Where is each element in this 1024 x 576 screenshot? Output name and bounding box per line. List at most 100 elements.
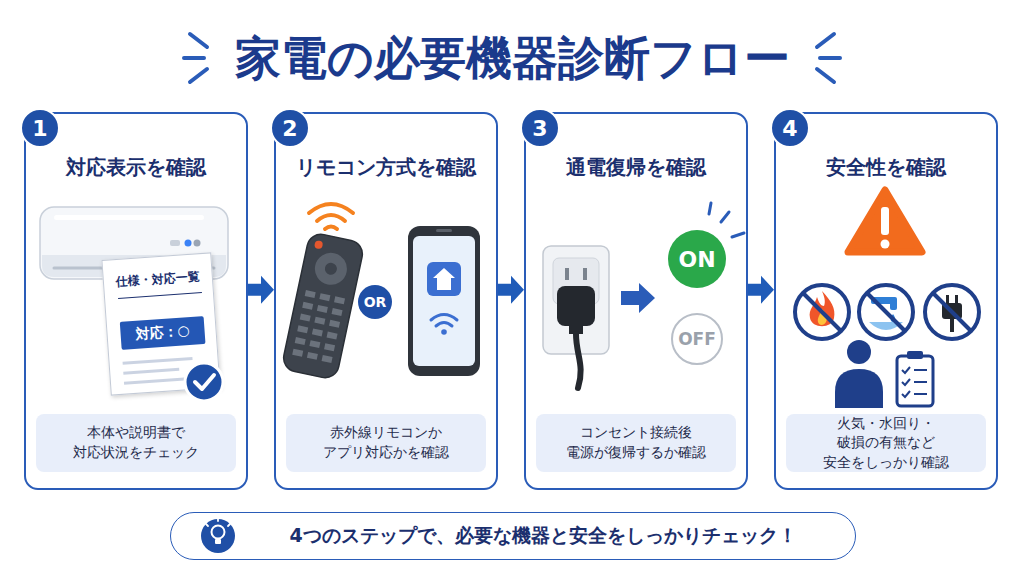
step-number-badge: 2 <box>270 108 310 148</box>
bulb-glass <box>212 526 225 539</box>
support-mark: 対応：○ <box>135 322 190 344</box>
faucet-spout <box>890 297 897 310</box>
plug-icon-cable <box>950 319 954 332</box>
check-mark <box>195 375 214 389</box>
flow-arrow <box>498 276 524 304</box>
bulb-base <box>215 539 221 544</box>
no-fire-slash <box>803 293 841 331</box>
remote-dpad <box>312 250 350 288</box>
ac-highlight <box>54 215 204 220</box>
signal-waves <box>309 204 353 229</box>
step-note: 火気・水回り・破損の有無など 安全をしっかり確認 <box>789 414 983 473</box>
step-title: 通電復帰を確認 <box>526 154 746 181</box>
power-on-badge: ON <box>668 230 726 288</box>
support-tag: 対応：○ <box>120 316 206 350</box>
outlet-slot <box>583 268 587 280</box>
no-damage-slash <box>933 293 971 331</box>
step-note-box: コンセント接続後 電源が復帰するか確認 <box>536 414 736 472</box>
step-title: リモコン方式を確認 <box>276 154 496 181</box>
water-basin <box>869 322 903 330</box>
outlet-and-plug <box>543 203 744 388</box>
on-text: ON <box>678 247 715 272</box>
ac-display <box>170 240 180 246</box>
remote-power <box>314 240 323 249</box>
diagram-title: 家電の必要機器診断フロー <box>0 30 1024 86</box>
step-number: 4 <box>782 116 797 141</box>
summary-bar: 4つのステップで、必要な機器と安全をしっかりチェック！ <box>170 512 856 560</box>
ac-lamp <box>194 240 201 247</box>
or-badge: OR <box>358 285 392 319</box>
step-number-badge: 4 <box>770 108 810 148</box>
ac-lamp <box>185 240 192 247</box>
plug-prong <box>955 295 958 304</box>
clipboard-lines <box>914 370 927 394</box>
step-note-box: 本体や説明書で 対応状況をチェック <box>36 414 236 472</box>
step-number-badge: 3 <box>520 108 560 148</box>
outlet-face <box>553 258 599 304</box>
spec-sheet: 仕様・対応一覧対応：○ <box>101 252 220 395</box>
title-burst <box>184 34 207 82</box>
person-head <box>847 340 871 364</box>
step-number: 1 <box>32 116 47 141</box>
step-note: 赤外線リモコンか アプリ対応かを確認 <box>289 423 483 462</box>
warning-triangle <box>848 190 922 252</box>
step-card: 対応表示を確認 1 仕様・対応一覧対応：○ 本体や説明書で 対応状況をチェック <box>24 112 248 490</box>
wifi-dot <box>441 329 447 335</box>
home-icon <box>433 268 455 290</box>
home-app-tile <box>427 262 461 296</box>
warning-dot <box>881 240 890 249</box>
step-card: 安全性を確認 4 火気・水回り・破損の有無など 安全をしっかり確認 <box>774 112 998 490</box>
step-note-box: 赤外線リモコンか アプリ対応かを確認 <box>286 414 486 472</box>
water-drop <box>891 314 896 322</box>
clipboard <box>897 356 933 406</box>
no-water-ring <box>859 285 913 339</box>
title-burst <box>817 34 840 82</box>
bulb-badge <box>201 519 235 553</box>
step-title: 安全性を確認 <box>776 154 996 181</box>
no-fire-ring <box>795 285 849 339</box>
step-number-badge: 1 <box>20 108 60 148</box>
step-number: 2 <box>282 116 297 141</box>
phone-screen <box>413 236 475 366</box>
summary-text: 4つのステップで、必要な機器と安全をしっかりチェック！ <box>289 523 796 549</box>
warning-bar <box>881 207 889 235</box>
power-off-badge: OFF <box>671 313 723 365</box>
flow-arrow <box>248 276 274 304</box>
check-circle <box>185 363 223 401</box>
step-note-box: 火気・水回り・破損の有無など 安全をしっかり確認 <box>786 414 986 472</box>
plug-cable <box>576 334 581 388</box>
step-card: 通電復帰を確認3ONOFFコンセント接続後 電源が復帰するか確認 <box>524 112 748 490</box>
remote-and-phone <box>281 204 480 380</box>
check-badge <box>185 363 223 401</box>
step-note: 本体や説明書で 対応状況をチェック <box>39 423 233 462</box>
plug-prong <box>946 295 949 304</box>
flow-arrow <box>748 276 774 304</box>
wifi-icon <box>431 315 457 327</box>
power-arrow <box>621 283 655 313</box>
plug-body <box>557 286 595 326</box>
remote-control <box>281 232 365 381</box>
plug-neck <box>569 324 583 334</box>
sheet-title: 仕様・対応一覧 <box>103 267 212 291</box>
no-damage-ring <box>925 285 979 339</box>
phone-speaker <box>436 229 452 232</box>
remote-body <box>281 232 365 381</box>
fire-icon <box>810 291 835 326</box>
plug-icon <box>942 303 962 319</box>
remote-buttons <box>292 290 345 363</box>
or-text: OR <box>364 294 387 310</box>
power-rays <box>709 203 744 237</box>
clipboard-clip <box>907 351 923 359</box>
safety-icons <box>795 190 979 408</box>
person-body <box>835 369 883 408</box>
remote-dpad-center <box>324 262 338 276</box>
off-text: OFF <box>678 329 716 349</box>
outlet-slot <box>565 268 569 280</box>
phone-body <box>408 226 480 376</box>
faucet-arm <box>871 297 895 304</box>
clipboard-checks <box>902 367 910 397</box>
bulb-rays <box>206 518 230 526</box>
step-title: 対応表示を確認 <box>26 154 246 181</box>
